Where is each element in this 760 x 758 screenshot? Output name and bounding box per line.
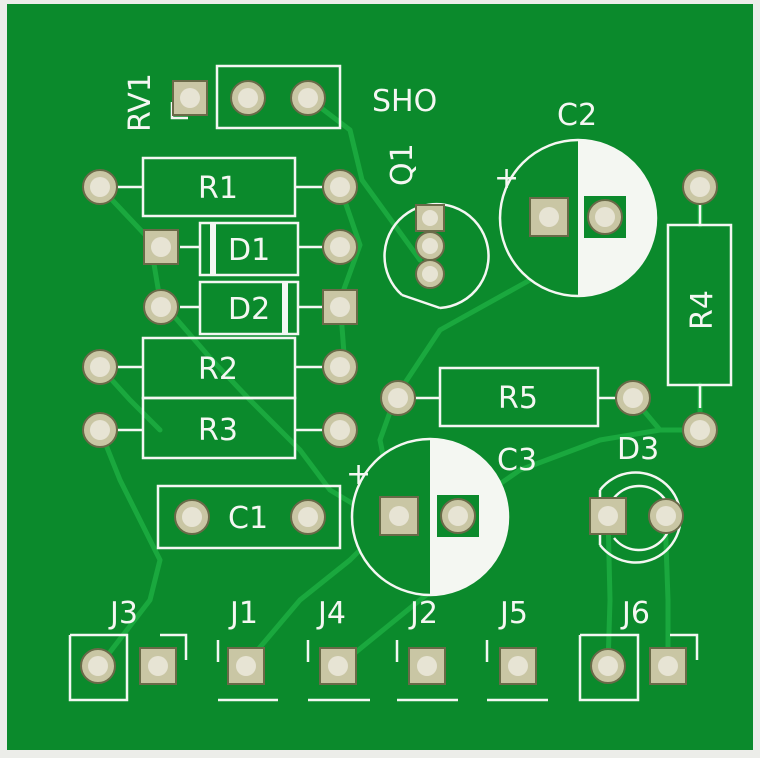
label-r5: R5 [498, 381, 538, 416]
j4-outline [306, 640, 370, 702]
c3-pad-1 [379, 496, 419, 536]
silkscreen-labels: RV1 SHO Q1 C2 + R1 D1 D2 R2 R3 R5 R4 C3 … [108, 73, 720, 631]
label-j5: J5 [498, 596, 528, 631]
label-c1: C1 [228, 501, 268, 536]
label-r1: R1 [198, 171, 238, 206]
label-d2: D2 [228, 292, 270, 327]
label-sho: SHO [372, 84, 437, 119]
pads [80, 80, 718, 685]
j5-outline [485, 640, 548, 702]
c1-outline [156, 484, 342, 550]
label-c3: C3 [497, 443, 537, 478]
label-d3: D3 [617, 432, 659, 467]
rv1-outline [215, 64, 342, 130]
label-r3: R3 [198, 413, 238, 448]
label-r2: R2 [198, 352, 238, 387]
label-rv1: RV1 [123, 73, 158, 132]
r3-outline [141, 396, 297, 460]
label-plus-c2: + [494, 161, 519, 196]
d1-outline [198, 221, 300, 277]
c2-body [498, 138, 658, 298]
label-c2: C2 [557, 98, 597, 133]
q1-outline [383, 202, 490, 310]
j1-outline [216, 640, 278, 702]
label-j1: J1 [228, 596, 258, 631]
label-j2: J2 [408, 596, 438, 631]
label-d1: D1 [228, 233, 270, 268]
d1-cathode-bar [210, 223, 216, 275]
j3-outline [68, 633, 188, 702]
label-plus-c3: + [346, 457, 371, 492]
label-j4: J4 [316, 596, 346, 631]
j2-outline [395, 640, 458, 702]
d1-pad-1 [143, 229, 179, 265]
label-q1: Q1 [385, 143, 420, 186]
c3-body [350, 437, 510, 597]
label-r4: R4 [685, 290, 720, 330]
j6-outline [578, 633, 699, 702]
d2-cathode-bar [282, 282, 288, 334]
label-j6: J6 [620, 596, 650, 631]
label-j3: J3 [108, 596, 138, 631]
